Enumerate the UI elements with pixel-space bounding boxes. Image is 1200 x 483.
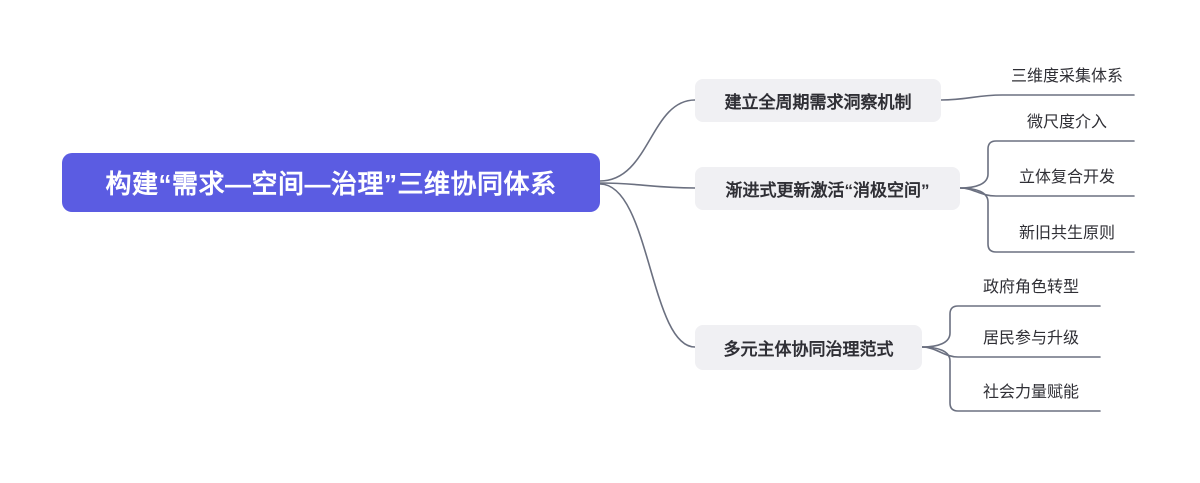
leaf-topic-micro-scale-intervention[interactable]: 微尺度介入	[1026, 114, 1107, 131]
leaf-topic-old-new-coexistence[interactable]: 新旧共生原则	[1018, 225, 1115, 242]
edge-root-branch3	[599, 183, 696, 348]
leaf-topic-resident-participation[interactable]: 居民参与升级	[982, 330, 1079, 347]
edge-branch1-leaf1	[940, 94, 1135, 101]
edge-root-branch1	[599, 99, 696, 182]
root-topic[interactable]: 构建“需求—空间—治理”三维协同体系	[62, 153, 600, 212]
edge-branch3-leaf3	[921, 346, 1101, 412]
leaf-topic-social-forces-empowerment[interactable]: 社会力量赋能	[982, 384, 1079, 401]
branch-topic-incremental-renewal[interactable]: 渐进式更新激活“消极空间”	[695, 167, 960, 210]
branch-topic-insight-mechanism[interactable]: 建立全周期需求洞察机制	[695, 79, 941, 122]
leaf-topic-mixed-use-development[interactable]: 立体复合开发	[1018, 169, 1115, 186]
leaf-topic-collection-system[interactable]: 三维度采集体系	[1010, 68, 1123, 85]
leaf-topic-government-role-shift[interactable]: 政府角色转型	[982, 279, 1079, 296]
edge-branch2-leaf3	[959, 187, 1135, 253]
edge-branch2-leaf1	[959, 140, 1135, 189]
edge-root-branch2	[599, 182, 696, 189]
branch-topic-multi-actor-governance[interactable]: 多元主体协同治理范式	[695, 325, 922, 370]
edge-branch3-leaf1	[921, 305, 1101, 348]
